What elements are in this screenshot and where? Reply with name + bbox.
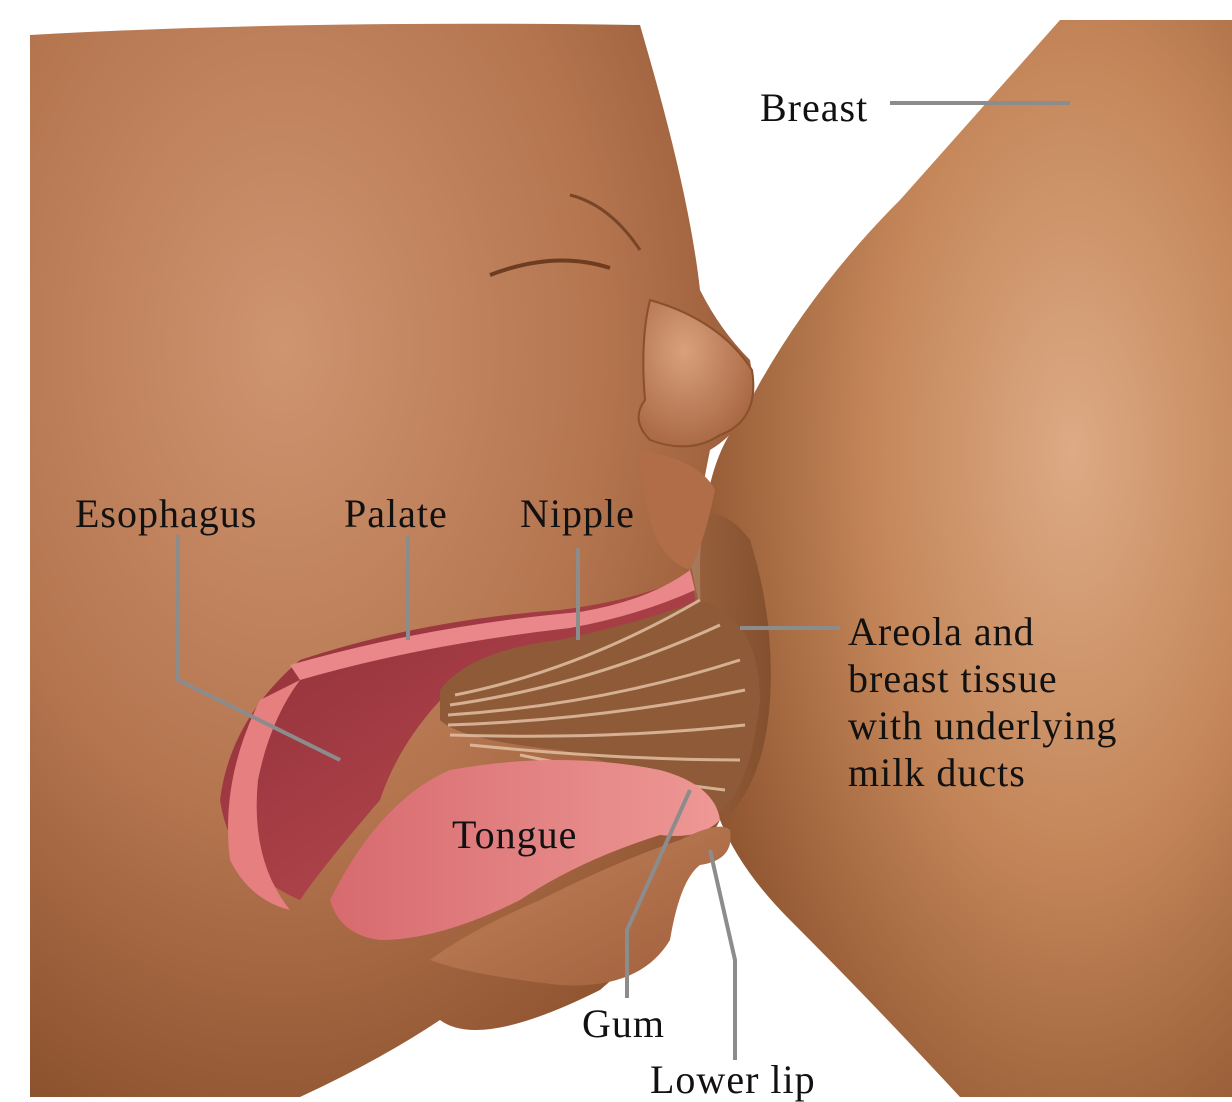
tongue-label: Tongue bbox=[452, 815, 577, 855]
nipple-label: Nipple bbox=[520, 494, 635, 534]
areola-label-line-2: breast tissue bbox=[848, 655, 1117, 702]
breast-label: Breast bbox=[760, 88, 868, 128]
nose-shape bbox=[639, 300, 754, 446]
breast-shape bbox=[700, 20, 1232, 1097]
esophagus-label: Esophagus bbox=[75, 494, 257, 534]
lower-lip-leader-line bbox=[710, 850, 735, 1060]
lower-lip-label: Lower lip bbox=[650, 1060, 816, 1100]
gum-label: Gum bbox=[582, 1004, 665, 1044]
areola-label-line-3: with underlying bbox=[848, 702, 1117, 749]
areola-label-line-4: milk ducts bbox=[848, 749, 1117, 796]
areola-label: Areola and breast tissue with underlying… bbox=[848, 608, 1117, 796]
areola-label-line-1: Areola and bbox=[848, 608, 1117, 655]
palate-label: Palate bbox=[344, 494, 448, 534]
